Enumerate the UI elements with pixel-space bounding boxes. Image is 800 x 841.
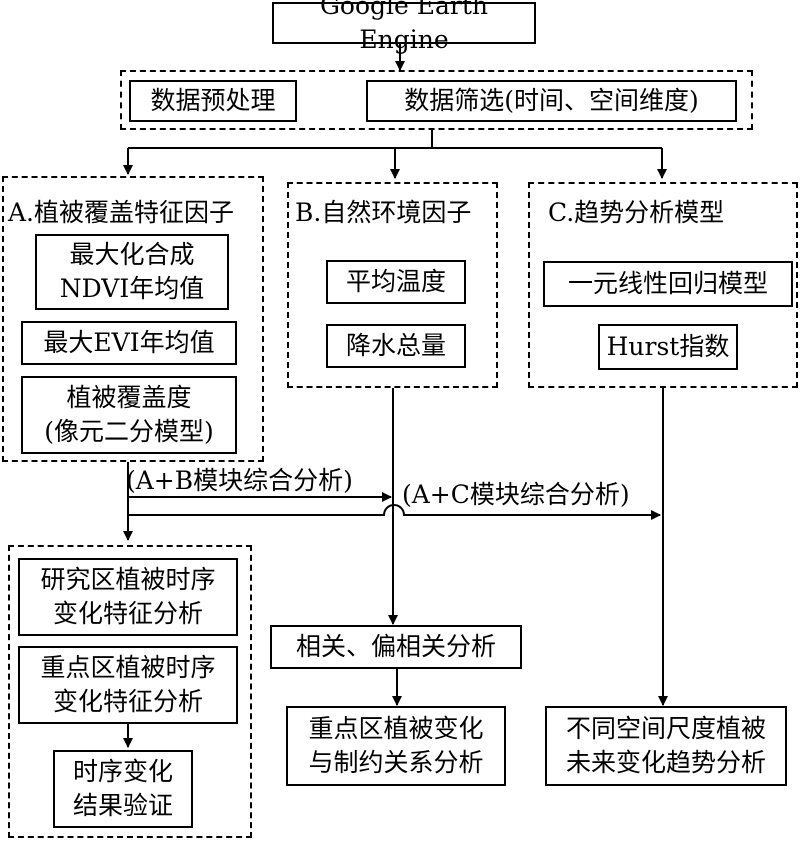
key-relation-label: 重点区植被变化 与制约关系分析 xyxy=(308,714,484,777)
avg-temp-node: 平均温度 xyxy=(326,260,466,304)
preprocess-label: 数据预处理 xyxy=(150,86,276,115)
filter-node: 数据筛选(时间、空间维度) xyxy=(366,80,737,122)
precip-label: 降水总量 xyxy=(345,331,446,360)
veg-cover-label: 植被覆盖度 (像元二分模型) xyxy=(44,383,214,446)
max-evi-label: 最大EVI年均值 xyxy=(43,328,215,357)
edge-label-ab: (A+B模块综合分析) xyxy=(126,466,353,495)
key-area-label: 重点区植被时序 变化特征分析 xyxy=(40,653,216,716)
group-a-title: A.植被覆盖特征因子 xyxy=(8,198,235,228)
group-c xyxy=(528,182,798,388)
max-ndvi-label: 最大化合成 NDVI年均值 xyxy=(59,240,205,303)
group-b xyxy=(287,182,498,388)
precip-node: 降水总量 xyxy=(326,324,466,368)
gee-label: Google Earth Engine xyxy=(319,0,489,54)
preprocess-node: 数据预处理 xyxy=(129,80,297,122)
study-area-label: 研究区植被时序 变化特征分析 xyxy=(40,565,216,628)
linear-reg-label: 一元线性回归模型 xyxy=(567,269,768,298)
results-group xyxy=(8,545,252,838)
max-ndvi-node: 最大化合成 NDVI年均值 xyxy=(35,234,229,310)
hurst-label: Hurst指数 xyxy=(606,332,730,361)
data-group xyxy=(120,70,753,130)
group-a xyxy=(2,176,264,462)
linear-reg-node: 一元线性回归模型 xyxy=(543,261,793,307)
hurst-node: Hurst指数 xyxy=(598,324,738,370)
validation-label: 时序变化 结果验证 xyxy=(72,757,173,820)
study-area-node: 研究区植被时序 变化特征分析 xyxy=(18,558,238,636)
max-evi-node: 最大EVI年均值 xyxy=(21,321,237,365)
group-b-title: B.自然环境因子 xyxy=(295,198,472,228)
edge-label-ac: (A+C模块综合分析) xyxy=(402,480,630,509)
validation-node: 时序变化 结果验证 xyxy=(53,750,193,828)
correlation-label: 相关、偏相关分析 xyxy=(295,632,496,661)
key-relation-node: 重点区植被变化 与制约关系分析 xyxy=(286,706,506,786)
future-trend-label: 不同空间尺度植被 未来变化趋势分析 xyxy=(565,714,766,777)
future-trend-node: 不同空间尺度植被 未来变化趋势分析 xyxy=(545,706,787,786)
gee-node: Google Earth Engine xyxy=(272,0,536,54)
filter-label: 数据筛选(时间、空间维度) xyxy=(404,86,699,115)
group-c-title: C.趋势分析模型 xyxy=(548,198,725,228)
avg-temp-label: 平均温度 xyxy=(345,267,446,296)
veg-cover-node: 植被覆盖度 (像元二分模型) xyxy=(21,376,237,454)
key-area-node: 重点区植被时序 变化特征分析 xyxy=(18,646,238,724)
correlation-node: 相关、偏相关分析 xyxy=(270,625,522,669)
